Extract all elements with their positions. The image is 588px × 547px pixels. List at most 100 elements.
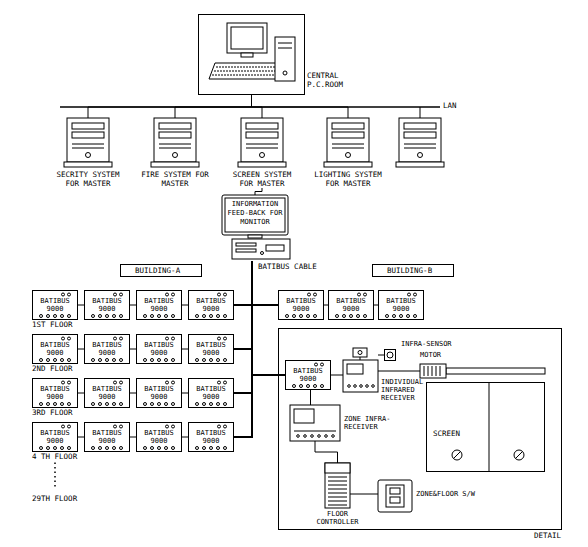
device-drawing-part bbox=[311, 435, 314, 438]
device-drawing-part bbox=[120, 425, 123, 428]
device-drawing-part bbox=[364, 293, 367, 296]
device-drawing-part bbox=[350, 315, 353, 318]
device-drawing-part bbox=[328, 493, 347, 494]
device-drawing-part bbox=[218, 381, 221, 384]
device-drawing-part bbox=[47, 359, 50, 362]
device-drawing-part bbox=[224, 447, 227, 450]
device-drawing-part bbox=[366, 385, 369, 388]
device-drawing-group bbox=[343, 348, 378, 392]
batibus-module: BATIBUS 9000 bbox=[378, 290, 424, 320]
device-drawing-part bbox=[54, 359, 57, 362]
feedback-monitor: INFORMATION FEED-BACK FOR MONITOR bbox=[218, 195, 292, 261]
device-drawing-part bbox=[232, 239, 290, 259]
device-drawing-part bbox=[144, 447, 147, 450]
device-drawing-part bbox=[489, 383, 490, 471]
node-text: INFORMATION FEED-BACK FOR MONITOR bbox=[226, 200, 284, 227]
device-drawing-part bbox=[407, 315, 410, 318]
batibus-module: BATIBUS 9000 bbox=[136, 422, 182, 452]
device-drawing-part bbox=[196, 403, 199, 406]
device-drawing-part bbox=[314, 385, 317, 388]
batibus-module: BATIBUS 9000 bbox=[32, 290, 78, 320]
device-drawing-part bbox=[68, 447, 71, 450]
device-drawing-part bbox=[290, 405, 340, 441]
server-line bbox=[404, 148, 436, 149]
device-drawing-group bbox=[452, 383, 524, 471]
connector-line bbox=[310, 390, 311, 405]
device-drawing-part bbox=[261, 252, 264, 255]
device-drawing-part bbox=[40, 447, 43, 450]
node-text: BATIBUS 9000 bbox=[40, 297, 70, 313]
device-drawing-part bbox=[328, 501, 347, 502]
device-drawing-part bbox=[314, 315, 317, 318]
device-drawing-group bbox=[196, 293, 227, 318]
device-drawing-part bbox=[159, 123, 191, 129]
node-text: BUILDING-B bbox=[373, 265, 453, 276]
node-text: BATIBUS 9000 bbox=[286, 297, 316, 313]
device-drawing-part bbox=[357, 315, 360, 318]
building-tag: BUILDING-A bbox=[120, 264, 202, 277]
device-drawing-part bbox=[99, 447, 102, 450]
node-text: BUILDING-A bbox=[121, 265, 201, 276]
device-drawing-part bbox=[120, 337, 123, 340]
device-drawing-part bbox=[210, 403, 213, 406]
device-drawing-part bbox=[203, 447, 206, 450]
batibus-cable bbox=[234, 261, 252, 305]
device-drawing-part bbox=[225, 198, 285, 232]
node-text: BATIBUS 9000 bbox=[144, 341, 174, 357]
device-drawing-group bbox=[144, 381, 175, 406]
master-server: SCREEN SYSTEM FOR MASTER bbox=[222, 118, 302, 188]
device-drawing-part bbox=[328, 481, 347, 482]
device-drawing-group bbox=[144, 293, 175, 318]
device-drawing-part bbox=[61, 315, 64, 318]
device-drawing-group bbox=[40, 293, 71, 318]
device-drawing-group bbox=[196, 425, 227, 450]
node-text: BATIBUS 9000 bbox=[144, 297, 174, 313]
device-drawing-part bbox=[113, 359, 116, 362]
device-drawing-part bbox=[216, 67, 278, 68]
device-drawing-group bbox=[92, 425, 123, 450]
device-drawing-part bbox=[151, 162, 199, 167]
device-drawing-group bbox=[92, 293, 123, 318]
device-drawing-group bbox=[336, 293, 367, 318]
device-drawing-part bbox=[166, 425, 169, 428]
server-base bbox=[396, 162, 444, 167]
batibus-module: BATIBUS 9000 bbox=[188, 334, 234, 364]
device-drawing-group bbox=[144, 425, 175, 450]
batibus-module: BATIBUS 9000 bbox=[188, 290, 234, 320]
device-drawing-group bbox=[387, 352, 393, 358]
diagram-label: 2ND FLOOR bbox=[32, 364, 73, 373]
device-drawing-part bbox=[218, 337, 221, 340]
device-drawing-part bbox=[424, 366, 425, 376]
lan-drop bbox=[420, 107, 421, 118]
batibus-module: BATIBUS 9000 bbox=[136, 334, 182, 364]
connector-line bbox=[350, 494, 378, 495]
device-drawing-part bbox=[120, 315, 123, 318]
device-drawing-group bbox=[378, 480, 412, 512]
device-drawing-part bbox=[408, 293, 411, 296]
device-drawing-part bbox=[300, 385, 303, 388]
device-drawing-part bbox=[332, 148, 364, 149]
device-drawing-part bbox=[68, 381, 71, 384]
device-drawing-part bbox=[114, 425, 117, 428]
device-drawing-part bbox=[40, 359, 43, 362]
device-drawing-part bbox=[246, 132, 278, 138]
device-drawing-part bbox=[224, 293, 227, 296]
device-drawing-part bbox=[64, 162, 112, 167]
device-drawing-part bbox=[106, 447, 109, 450]
device-drawing-part bbox=[218, 293, 221, 296]
zone-receiver: ZONE INFRA-RECEIVER bbox=[290, 405, 340, 441]
device-drawing-group bbox=[151, 118, 199, 167]
device-drawing-part bbox=[172, 293, 175, 296]
device-drawing-part bbox=[114, 381, 117, 384]
device-drawing-part bbox=[158, 447, 161, 450]
device-drawing-part bbox=[332, 144, 364, 145]
device-drawing-part bbox=[203, 359, 206, 362]
device-drawing-part bbox=[99, 403, 102, 406]
device-drawing-part bbox=[390, 488, 400, 494]
device-drawing-part bbox=[224, 425, 227, 428]
device-drawing-part bbox=[358, 351, 362, 355]
device-drawing-part bbox=[196, 359, 199, 362]
device-drawing-part bbox=[314, 293, 317, 296]
batibus-module: BATIBUS 9000 bbox=[136, 290, 182, 320]
